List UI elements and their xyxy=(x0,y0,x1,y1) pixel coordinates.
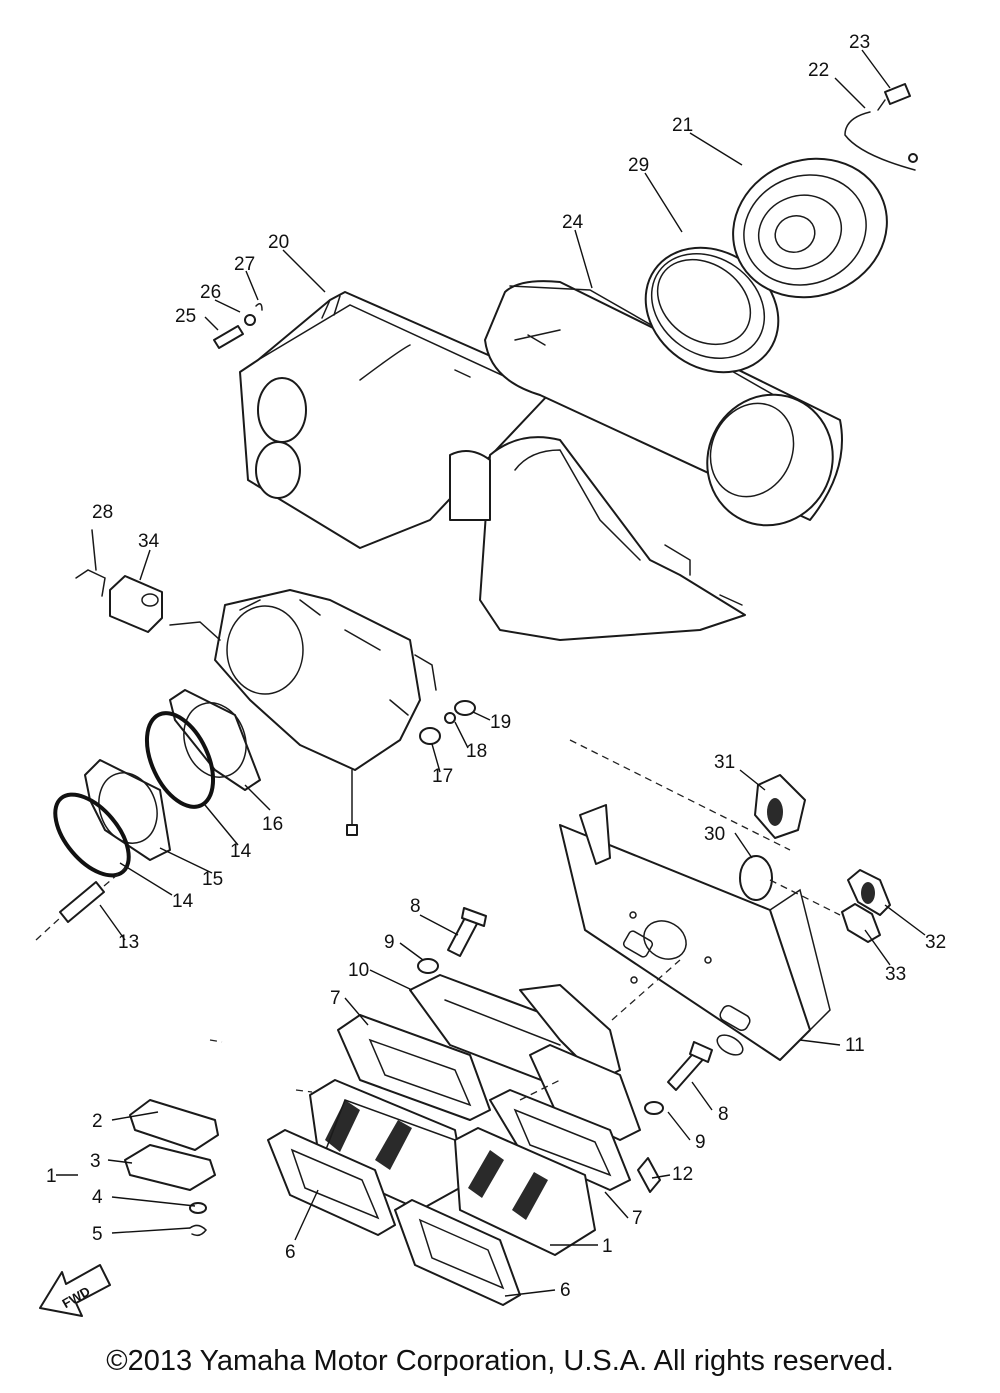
adapter-part-15 xyxy=(84,759,171,861)
mount-part-31 xyxy=(754,774,806,839)
screw-part-23 xyxy=(877,83,911,111)
callout-5: 5 xyxy=(92,1224,103,1245)
callout-24: 24 xyxy=(562,212,584,233)
copyright-notice: ©2013 Yamaha Motor Corporation, U.S.A. A… xyxy=(106,1345,894,1377)
callout-7-lower: 7 xyxy=(632,1208,643,1229)
callout-11: 11 xyxy=(845,1035,865,1056)
callout-27: 27 xyxy=(234,254,255,275)
mount-part-32 xyxy=(847,869,891,916)
callout-7-upper: 7 xyxy=(330,988,341,1009)
screw-part-5 xyxy=(189,1224,207,1237)
silencer-lower-body xyxy=(449,436,746,641)
silencer-housing-part-20 xyxy=(239,291,549,549)
clamp-part-28 xyxy=(75,529,106,597)
callout-33: 33 xyxy=(885,964,906,985)
washer-part-4 xyxy=(189,1202,207,1214)
callout-12: 12 xyxy=(672,1164,693,1185)
reed-valve-assembly-right xyxy=(454,1127,596,1256)
callout-6-right: 6 xyxy=(560,1280,571,1301)
assembly-centerlines xyxy=(209,739,841,1101)
callout-18: 18 xyxy=(466,741,487,762)
callout-8-upper: 8 xyxy=(410,896,421,917)
mount-part-30 xyxy=(739,855,773,901)
callout-3: 3 xyxy=(90,1151,101,1172)
gasket-part-16 xyxy=(169,689,261,791)
part-19 xyxy=(454,700,476,716)
washer-part-26 xyxy=(244,314,256,326)
callout-15: 15 xyxy=(202,869,223,890)
callout-8-lower: 8 xyxy=(718,1104,729,1125)
callout-17: 17 xyxy=(432,766,453,787)
callout-28: 28 xyxy=(92,502,113,523)
mount-part-33 xyxy=(841,903,881,943)
callout-23: 23 xyxy=(849,32,870,53)
o-ring-part-14-lower xyxy=(53,792,131,878)
callout-21: 21 xyxy=(672,115,693,136)
clip-part-27 xyxy=(255,303,263,311)
bolt-part-8-lower xyxy=(667,1041,713,1091)
washer-part-9-lower xyxy=(644,1101,664,1115)
part-18 xyxy=(444,712,456,724)
callout-34: 34 xyxy=(138,531,160,552)
silencer-cap-part-21 xyxy=(732,157,888,299)
callout-2: 2 xyxy=(92,1111,103,1132)
leader-lines xyxy=(56,49,926,1297)
callout-19: 19 xyxy=(490,712,511,733)
callout-1-right: 1 xyxy=(602,1236,613,1257)
fitting-part-12 xyxy=(637,1157,661,1193)
callout-16: 16 xyxy=(262,814,283,835)
callout-30: 30 xyxy=(704,824,725,845)
callout-4: 4 xyxy=(92,1187,103,1208)
callout-20: 20 xyxy=(268,232,289,253)
callout-26: 26 xyxy=(200,282,221,303)
clip-part-22 xyxy=(844,111,918,171)
o-ring-part-14-upper xyxy=(144,711,216,809)
bolt-part-25 xyxy=(213,325,244,349)
callout-29: 29 xyxy=(628,155,649,176)
washer-part-9-upper xyxy=(417,958,439,974)
callout-9-lower: 9 xyxy=(695,1132,706,1153)
callout-13: 13 xyxy=(118,932,139,953)
callout-9-upper: 9 xyxy=(384,932,395,953)
callout-1-left: 1 xyxy=(46,1166,57,1187)
reed-gasket-part-6-left xyxy=(267,1129,396,1236)
callout-31: 31 xyxy=(714,752,735,773)
callout-14-lower: 14 xyxy=(172,891,194,912)
spacer-plate-part-11 xyxy=(559,804,831,1061)
bolt-part-8-upper xyxy=(447,907,487,957)
intake-duct-part-24 xyxy=(484,280,843,527)
callout-22: 22 xyxy=(808,60,829,81)
part-17 xyxy=(419,727,441,745)
carburetor-assembly xyxy=(169,589,437,836)
callout-10: 10 xyxy=(348,960,369,981)
callout-25: 25 xyxy=(175,306,196,327)
solenoid-part-34 xyxy=(109,575,163,633)
callout-labels: 23 22 21 29 24 20 27 26 25 28 34 19 18 1… xyxy=(46,32,946,1301)
fwd-arrow: FWD xyxy=(39,1264,111,1317)
stud-part-13 xyxy=(35,863,131,941)
callout-6-left: 6 xyxy=(285,1242,296,1263)
callout-32: 32 xyxy=(925,932,946,953)
callout-14-upper: 14 xyxy=(230,841,252,862)
reed-petal-part-2 xyxy=(129,1099,219,1151)
reed-stopper-part-3 xyxy=(124,1144,216,1191)
reed-gasket-part-7-right xyxy=(489,1044,641,1191)
reed-gasket-part-6-right xyxy=(394,1199,521,1306)
